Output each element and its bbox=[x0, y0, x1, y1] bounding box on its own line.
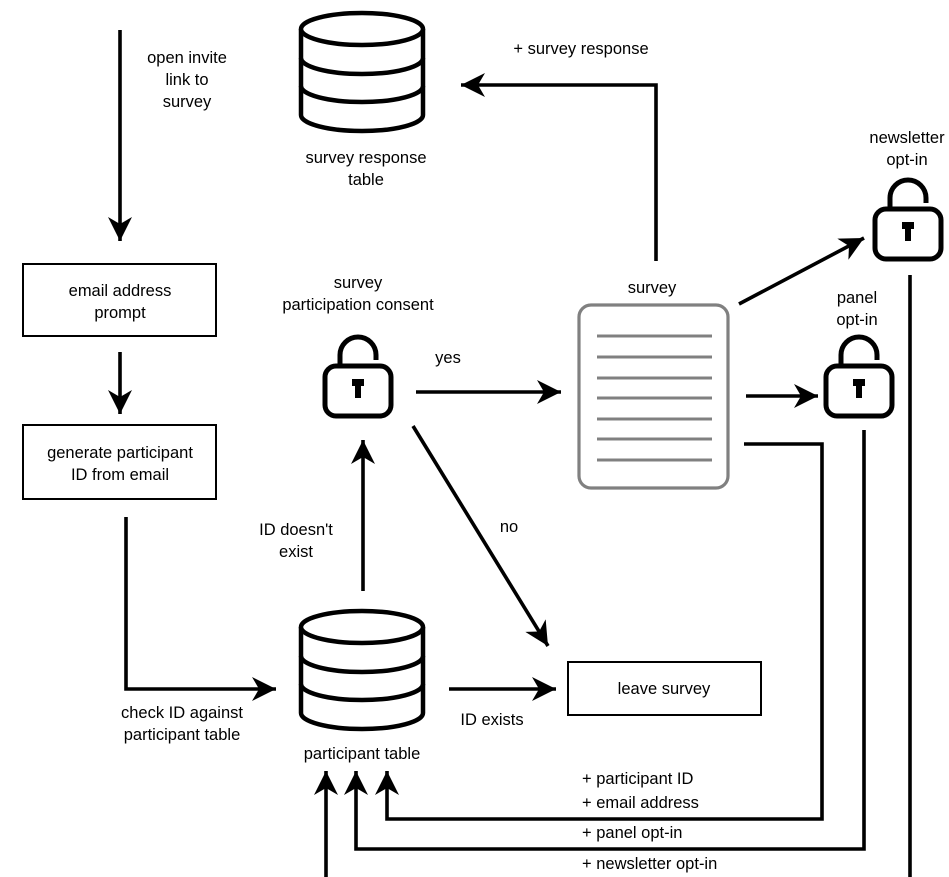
email-prompt-label-2: prompt bbox=[94, 304, 146, 322]
survey-document-icon bbox=[577, 303, 730, 490]
panel-optin-label: panel opt-in bbox=[836, 289, 877, 329]
newsletter-optin-label-1: newsletter bbox=[869, 129, 945, 147]
leave-survey-box: leave survey bbox=[567, 661, 762, 716]
arrow-survey-participant-id-to-table bbox=[375, 442, 824, 821]
plus-email-address-label: + email address bbox=[582, 794, 699, 812]
invite-label: open invite link to survey bbox=[147, 49, 227, 111]
yes-label: yes bbox=[435, 349, 461, 367]
invite-label-3: survey bbox=[163, 93, 212, 111]
id-exists-label: ID exists bbox=[460, 711, 523, 729]
participant-table-label: participant table bbox=[304, 745, 421, 763]
plus-newsletter-optin-label: + newsletter opt-in bbox=[582, 855, 717, 873]
generate-id-label-1: generate participant bbox=[47, 444, 193, 462]
plus-panel-optin-label: + panel opt-in bbox=[582, 824, 682, 842]
check-id-label: check ID against participant table bbox=[121, 704, 243, 744]
survey-response-table-database-icon bbox=[301, 13, 423, 131]
check-id-label-2: participant table bbox=[124, 726, 241, 744]
arrow-survey-to-newsletter-optin bbox=[738, 236, 865, 306]
email-prompt-box: email address prompt bbox=[22, 263, 217, 337]
arrow-generate-to-participant-table bbox=[124, 517, 276, 701]
invite-label-2: link to bbox=[165, 71, 208, 89]
no-label: no bbox=[500, 518, 518, 536]
plus-participant-id-label: + participant ID bbox=[582, 770, 694, 788]
invite-label-1: open invite bbox=[147, 49, 227, 67]
consent-label-1: survey bbox=[334, 274, 383, 292]
generate-id-box: generate participant ID from email bbox=[22, 424, 217, 500]
survey-response-table-label-2: table bbox=[348, 171, 384, 189]
connectors bbox=[108, 30, 912, 877]
id-doesnt-exist-label-1: ID doesn't bbox=[259, 521, 333, 539]
consent-padlock-icon bbox=[325, 337, 391, 416]
consent-label-2: participation consent bbox=[282, 296, 434, 314]
newsletter-optin-padlock-icon bbox=[875, 180, 941, 259]
leave-survey-label: leave survey bbox=[618, 680, 711, 698]
id-doesnt-exist-label: ID doesn't exist bbox=[259, 521, 333, 561]
consent-label: survey participation consent bbox=[282, 274, 434, 314]
arrow-consent-no-to-leave bbox=[411, 425, 550, 647]
panel-optin-label-2: opt-in bbox=[836, 311, 877, 329]
arrow-panel-optin-to-table bbox=[344, 430, 866, 851]
email-prompt-label-1: email address bbox=[69, 282, 172, 300]
arrow-survey-to-response-table bbox=[461, 73, 658, 261]
survey-response-table-label-1: survey response bbox=[305, 149, 426, 167]
survey-response-table-label: survey response table bbox=[305, 149, 426, 189]
survey-label: survey bbox=[628, 279, 677, 297]
newsletter-optin-label-2: opt-in bbox=[886, 151, 927, 169]
generate-id-label-2: ID from email bbox=[71, 466, 169, 484]
newsletter-optin-label: newsletter opt-in bbox=[869, 129, 945, 169]
participant-table-database-icon bbox=[301, 611, 423, 729]
panel-optin-padlock-icon bbox=[826, 337, 892, 416]
check-id-label-1: check ID against bbox=[121, 704, 243, 722]
id-doesnt-exist-label-2: exist bbox=[279, 543, 313, 561]
panel-optin-label-1: panel bbox=[837, 289, 877, 307]
plus-survey-response-label: + survey response bbox=[513, 40, 648, 58]
